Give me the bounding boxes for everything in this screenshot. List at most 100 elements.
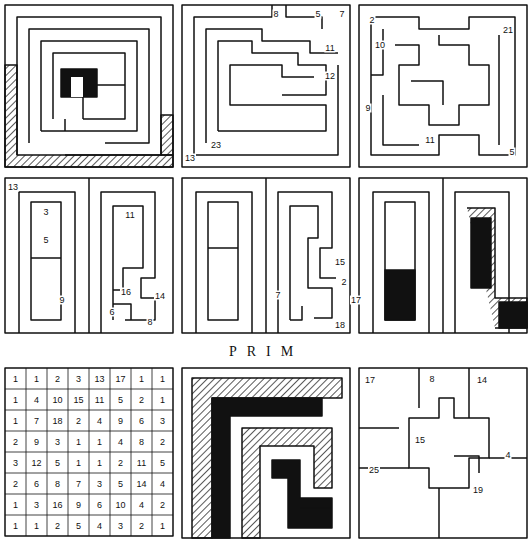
maze-line bbox=[290, 206, 332, 320]
callout-number: 1 bbox=[33, 521, 40, 530]
callout-number: 5 bbox=[42, 236, 49, 245]
maze-line bbox=[88, 178, 90, 333]
maze-line bbox=[208, 247, 238, 249]
maze-line bbox=[385, 202, 415, 320]
callout-number: 14 bbox=[135, 479, 147, 488]
callout-number: 9 bbox=[33, 437, 40, 446]
maze-line bbox=[64, 119, 66, 131]
callout-number: 2 bbox=[138, 521, 145, 530]
maze-line bbox=[242, 428, 332, 538]
maze-line bbox=[101, 192, 155, 333]
maze-line bbox=[359, 368, 527, 538]
maze-line bbox=[395, 35, 489, 125]
maze-line bbox=[272, 460, 332, 528]
maze-line bbox=[371, 29, 383, 75]
maze-line bbox=[82, 97, 84, 119]
maze-line bbox=[359, 467, 409, 469]
callout-number: 25 bbox=[368, 466, 380, 475]
maze-line bbox=[359, 5, 527, 167]
callout-number: 3 bbox=[96, 479, 103, 488]
callout-number: 1 bbox=[159, 521, 166, 530]
callout-number: 3 bbox=[12, 458, 19, 467]
callout-number: 1 bbox=[12, 374, 19, 383]
callout-number: 11 bbox=[94, 395, 105, 404]
callout-number: 1 bbox=[33, 374, 40, 383]
callout-number: 2 bbox=[54, 521, 61, 530]
callout-number: 17 bbox=[114, 374, 126, 383]
maze-line bbox=[442, 178, 444, 333]
maze-line bbox=[418, 368, 420, 408]
maze-line bbox=[161, 115, 173, 155]
callout-number: 2 bbox=[340, 278, 347, 287]
maze-line bbox=[196, 192, 252, 333]
callout-number: 1 bbox=[12, 395, 19, 404]
maze-line bbox=[192, 378, 342, 538]
maze-line bbox=[5, 389, 173, 515]
maze-line bbox=[5, 5, 527, 538]
maze-line bbox=[113, 206, 143, 320]
number-grid bbox=[5, 368, 173, 536]
callout-number: 15 bbox=[414, 436, 426, 445]
callout-number: 6 bbox=[138, 416, 145, 425]
callout-number: 12 bbox=[324, 72, 336, 81]
callout-number: 5 bbox=[314, 10, 321, 19]
callout-number: 2 bbox=[12, 437, 19, 446]
maze-line bbox=[265, 178, 267, 333]
callout-number: 2 bbox=[117, 458, 124, 467]
callout-number: 23 bbox=[210, 141, 222, 150]
maze-line bbox=[182, 178, 350, 333]
callout-number: 1 bbox=[138, 374, 145, 383]
callout-number: 2 bbox=[75, 416, 82, 425]
callout-number: 4 bbox=[138, 500, 145, 509]
maze-line bbox=[300, 507, 332, 509]
callout-number: 3 bbox=[159, 416, 166, 425]
callout-number: 17 bbox=[364, 376, 376, 385]
callout-number: 6 bbox=[33, 479, 40, 488]
maze-line bbox=[61, 69, 97, 97]
maze-panel bbox=[359, 5, 527, 167]
callout-number: 2 bbox=[159, 437, 166, 446]
callout-number: 1 bbox=[159, 395, 166, 404]
maze-line bbox=[438, 488, 440, 538]
callout-number: 4 bbox=[504, 451, 511, 460]
maze-line bbox=[218, 65, 326, 131]
maze-line bbox=[5, 65, 173, 167]
callout-number: 2 bbox=[159, 500, 166, 509]
callout-number: 5 bbox=[508, 148, 515, 157]
maze-line bbox=[71, 77, 83, 97]
callout-number: 9 bbox=[117, 416, 124, 425]
callout-number: 7 bbox=[75, 479, 82, 488]
maze-line bbox=[467, 208, 527, 328]
callout-number: 9 bbox=[364, 104, 371, 113]
maze-line bbox=[383, 95, 419, 145]
maze-line bbox=[31, 202, 61, 320]
callout-number: 13 bbox=[184, 154, 196, 163]
callout-number: 8 bbox=[146, 318, 153, 327]
callout-number: 4 bbox=[33, 395, 40, 404]
callout-number: 15 bbox=[72, 395, 84, 404]
maze-line bbox=[208, 202, 238, 320]
callout-number: 1 bbox=[75, 458, 82, 467]
maze-panel bbox=[182, 368, 350, 538]
maze-line bbox=[5, 5, 173, 167]
callout-number: 11 bbox=[324, 44, 335, 53]
maze-line bbox=[409, 398, 489, 488]
maze-line bbox=[371, 17, 515, 155]
maze-line bbox=[5, 368, 173, 536]
callout-number: 18 bbox=[51, 416, 63, 425]
maze-line bbox=[19, 192, 75, 333]
callout-number: 4 bbox=[117, 437, 124, 446]
maze-line bbox=[182, 368, 350, 538]
callout-number: 13 bbox=[7, 183, 19, 192]
sheet-title: PRIM bbox=[229, 344, 303, 360]
maze-line bbox=[218, 41, 326, 131]
callout-number: 6 bbox=[108, 308, 115, 317]
callout-number: 10 bbox=[51, 395, 63, 404]
maze-panel bbox=[182, 5, 350, 167]
maze-line bbox=[194, 65, 338, 155]
callout-number: 4 bbox=[159, 479, 166, 488]
callout-number: 1 bbox=[12, 500, 19, 509]
callout-number: 3 bbox=[54, 437, 61, 446]
callout-number: 14 bbox=[476, 376, 488, 385]
maze-line bbox=[41, 41, 137, 131]
